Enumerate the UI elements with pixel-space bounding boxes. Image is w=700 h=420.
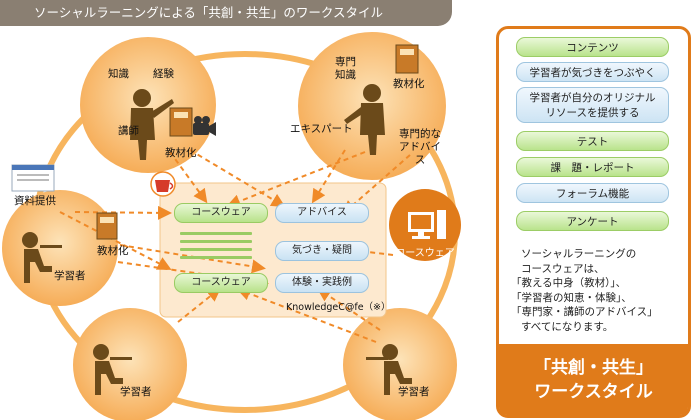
- kc-courseware-2: コースウェア: [174, 273, 268, 293]
- learner-bottom-left-circle: [73, 308, 187, 420]
- experience-bubble: 経験: [153, 68, 174, 80]
- expert-advice-label: 専門的なアドバイス: [399, 128, 441, 166]
- panel-item-test: テスト: [516, 131, 669, 151]
- courseware-hub-label: コースウェア: [395, 248, 455, 259]
- instructor-label: 講師: [118, 125, 139, 137]
- instructor-book-icon: [169, 107, 193, 137]
- kc-questions: 気づき・疑問: [275, 241, 369, 261]
- flow-arrows: [59, 149, 411, 343]
- learner-bottom-right-figure-icon: [366, 344, 412, 395]
- kc-examples: 体験・実践例: [275, 273, 369, 293]
- panel-item-contents: コンテンツ: [516, 37, 669, 57]
- panel-item-tweet: 学習者が気づきをつぶやく: [516, 62, 669, 82]
- materials-provided-label: 資料提供: [14, 195, 56, 207]
- panel-item-resources: 学習者が自分のオリジナル リソースを提供する: [516, 87, 669, 123]
- tower-icon: [437, 210, 446, 239]
- desc-line-6: すべてになります。: [521, 320, 614, 333]
- document-icon: [11, 164, 55, 192]
- expert-material-label: 教材化: [393, 78, 425, 90]
- page-title: ソーシャルラーニングによる「共創・共生」のワークスタイル: [0, 0, 452, 26]
- tagline-line-1: 「共創・共生」: [534, 358, 653, 378]
- panel-item-forum: フォーラム機能: [516, 183, 669, 203]
- learner-top-left-label: 学習者: [54, 270, 86, 282]
- expert-figure-icon: [344, 84, 385, 155]
- desc-line-1: ソーシャルラーニングの: [521, 248, 637, 260]
- instructor-figure-icon: [130, 89, 174, 160]
- knowledge-cafe-label: KnowledgeC@fe（※）: [286, 302, 391, 313]
- learner-top-left-figure-icon: [22, 232, 62, 283]
- learner-bottom-left-label: 学習者: [120, 386, 152, 398]
- panel-description: ソーシャルラーニングの コースウェアは、 「教える中身（教材）」、 「学習者の知…: [511, 247, 686, 334]
- diagram-canvas: [2, 32, 461, 420]
- desc-line-2: コースウェアは、: [521, 262, 605, 275]
- tagline-line-2: ワークスタイル: [534, 382, 653, 402]
- instructor-material-label: 教材化: [165, 147, 197, 159]
- expert-book-icon: [395, 44, 419, 74]
- kc-courseware-1: コースウェア: [174, 203, 268, 223]
- knowledge-bubble: 知識: [108, 68, 129, 80]
- learner-book-icon: [96, 212, 118, 240]
- instructor-circle: [80, 37, 216, 173]
- desc-line-5: 「専門家・講師のアドバイス」: [511, 306, 658, 318]
- coffee-cup-icon: [150, 171, 176, 197]
- learner-material-label: 教材化: [97, 245, 129, 257]
- panel-item-resources-line2: リソースを提供する: [545, 107, 640, 119]
- desc-line-3: 「教える中身（教材）」、: [511, 277, 627, 289]
- courseware-lines: [180, 232, 252, 259]
- expert-knowledge-bubble: 専門知識: [335, 56, 356, 81]
- learner-bottom-right-circle: [343, 308, 457, 420]
- learner-bottom-left-figure-icon: [93, 344, 132, 395]
- tagline-box: 「共創・共生」 ワークスタイル: [499, 344, 688, 415]
- learner-bottom-right-label: 学習者: [398, 386, 430, 398]
- panel-item-resources-line1: 学習者が自分のオリジナル: [529, 92, 656, 104]
- desc-line-4: 「学習者の知恵・体験」、: [511, 291, 632, 304]
- feature-panel: コンテンツ 学習者が気づきをつぶやく 学習者が自分のオリジナル リソースを提供す…: [496, 26, 691, 418]
- panel-item-assignment: 課 題・レポート: [516, 157, 669, 177]
- expert-label: エキスパート: [290, 123, 353, 135]
- panel-item-survey: アンケート: [516, 211, 669, 231]
- video-camera-icon: [193, 116, 216, 136]
- kc-advice: アドバイス: [275, 203, 369, 223]
